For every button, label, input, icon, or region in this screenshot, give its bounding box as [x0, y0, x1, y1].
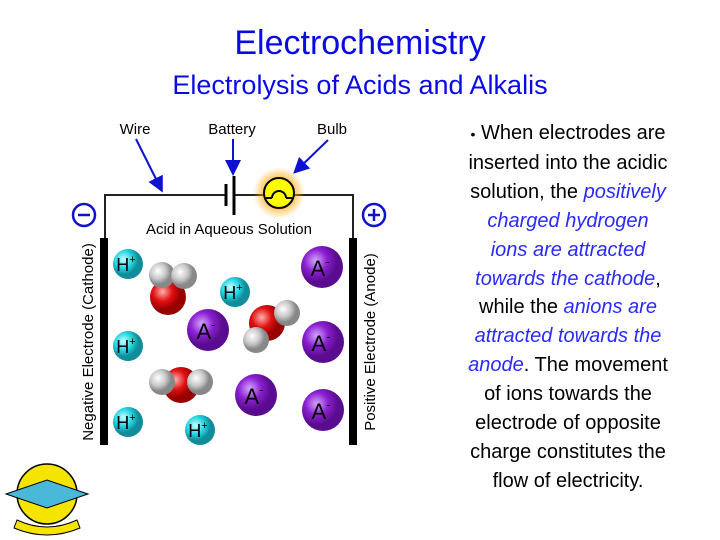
bullet-icon: • — [470, 126, 476, 142]
text-segment: flow of electricity. — [492, 469, 644, 492]
text-segment: inserted into the acidic — [468, 151, 668, 174]
text-segment: charge constitutes the — [470, 440, 666, 463]
text-line: • When electrodes are — [437, 119, 699, 149]
emphasized-text: charged hydrogen — [487, 209, 649, 232]
cathode — [100, 238, 108, 445]
bulb-arrow — [293, 139, 329, 174]
emphasized-text: towards the cathode — [475, 267, 656, 290]
text-line: solution, the positively — [437, 178, 699, 207]
svg-text:H+: H+ — [116, 412, 135, 433]
wire-arrow — [135, 138, 163, 193]
anion: A- — [302, 321, 344, 363]
minus-sign-icon — [71, 202, 97, 228]
anion: A- — [187, 309, 229, 351]
svg-text:H+: H+ — [223, 282, 242, 303]
emphasized-text: positively — [583, 180, 666, 203]
emphasized-text: anode — [468, 354, 524, 377]
text-line: ions are attracted — [437, 236, 699, 265]
hydrogen-ion: H+ — [113, 249, 143, 279]
text-segment: solution, the — [470, 180, 584, 203]
anion: A- — [235, 374, 277, 416]
text-segment: electrode of opposite — [475, 412, 661, 435]
text-segment: while the — [479, 296, 564, 319]
text-line: towards the cathode, — [437, 265, 699, 294]
water-molecule — [243, 300, 300, 353]
text-line: inserted into the acidic — [437, 149, 699, 178]
hydrogen-ion: H+ — [220, 277, 250, 307]
wire — [104, 194, 225, 240]
svg-text:H+: H+ — [188, 420, 207, 441]
anion: A- — [302, 389, 344, 431]
wire-label: Wire — [120, 121, 151, 138]
text-line: electrode of opposite — [437, 409, 699, 438]
bulb-label: Bulb — [317, 121, 347, 138]
slide-subtitle: Electrolysis of Acids and Alkalis — [172, 70, 548, 100]
svg-text:A-: A- — [244, 382, 263, 409]
text-line: anode. The movement — [437, 351, 699, 380]
svg-text:A-: A- — [196, 317, 215, 344]
svg-text:A-: A- — [311, 329, 330, 356]
text-line: charged hydrogen — [437, 207, 699, 236]
text-line: attracted towards the — [437, 322, 699, 351]
water-molecule — [149, 262, 197, 315]
emphasized-text: anions are — [563, 296, 657, 319]
school-logo — [4, 463, 90, 536]
text-segment: When electrodes are — [475, 122, 666, 144]
electrolysis-diagram: Wire Battery Bulb Acid in Aqueous Soluti… — [71, 121, 387, 445]
plus-sign-icon — [361, 202, 387, 228]
text-line: while the anions are — [437, 293, 699, 322]
text-segment: . The movement — [523, 354, 668, 377]
text-segment: , — [655, 267, 661, 290]
text-line: of ions towards the — [437, 380, 699, 409]
text-segment: of ions towards the — [484, 383, 652, 406]
text-line: flow of electricity. — [437, 467, 699, 496]
emphasized-text: attracted towards the — [474, 325, 662, 348]
text-line: charge constitutes the — [437, 438, 699, 467]
slide-title: Electrochemistry — [234, 24, 486, 62]
water-molecule — [149, 367, 213, 403]
solution-label: Acid in Aqueous Solution — [146, 221, 312, 238]
svg-text:A-: A- — [310, 254, 329, 281]
svg-text:H+: H+ — [116, 336, 135, 357]
svg-text:H+: H+ — [116, 254, 135, 275]
anode — [349, 238, 357, 445]
battery-icon — [224, 176, 236, 215]
svg-text:A-: A- — [311, 397, 330, 424]
emphasized-text: ions are attracted — [490, 238, 646, 261]
hydrogen-ion: H+ — [113, 407, 143, 437]
hydrogen-ion: H+ — [113, 331, 143, 361]
anode-label: Positive Electrode (Anode) — [362, 253, 379, 431]
anion: A- — [301, 246, 343, 288]
battery-label: Battery — [208, 121, 256, 138]
cathode-label: Negative Electrode (Cathode) — [80, 243, 97, 441]
bulb-icon — [253, 167, 305, 219]
hydrogen-ion: H+ — [185, 415, 215, 445]
